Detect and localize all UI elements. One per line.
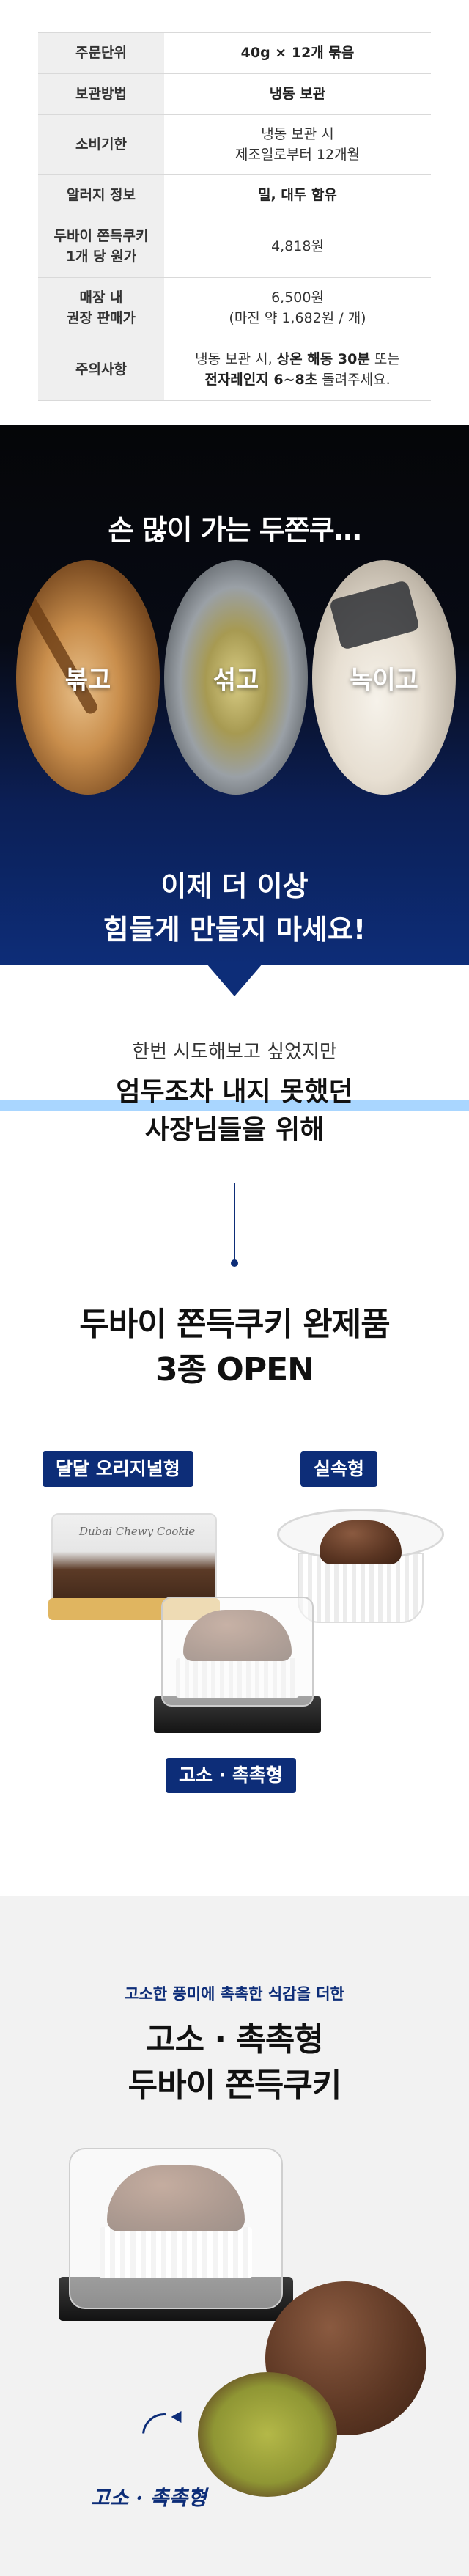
spec-label-line: 권장 판매가 xyxy=(66,309,136,326)
moist-package-large-image xyxy=(59,2148,293,2338)
package-script-text: Dubai Chewy Cookie xyxy=(79,1525,196,1538)
spec-value-line: 냉동 보관 시 xyxy=(261,125,334,142)
spec-row-caution: 주의사항 냉동 보관 시, 상온 해동 30분 또는 전자레인지 6~8초 돌려… xyxy=(38,339,431,401)
moist-title: 고소 · 촉촉형 두바이 쫀득쿠키 xyxy=(0,2017,469,2108)
caution-emphasis: 상온 해동 30분 xyxy=(276,350,370,367)
spec-value-line: 냉동 보관 시, 상온 해동 30분 또는 xyxy=(195,350,400,367)
open-headline: 두바이 쫀득쿠키 완제품 3종 OPEN xyxy=(0,1302,469,1394)
spec-value-line: 6,500원 xyxy=(271,289,324,306)
mix-photo: 섞고 xyxy=(164,560,308,795)
pot-shape xyxy=(328,579,421,651)
roast-photo: 볶고 xyxy=(16,560,160,795)
spec-value: 4,818원 xyxy=(164,216,431,278)
effort-closing: 이제 더 이상 힘들게 만들지 마세요! xyxy=(0,865,469,952)
moist-package-image xyxy=(154,1597,321,1743)
divider-line xyxy=(234,1183,235,1262)
step-label-melt: 녹이고 xyxy=(350,666,418,695)
spec-value-line: 제조일로부터 12개월 xyxy=(234,146,361,163)
moist-title-line: 두바이 쫀득쿠키 xyxy=(128,2066,342,2104)
intro-lead: 한번 시도해보고 싶었지만 xyxy=(132,1041,337,1063)
effort-section: 손 많이 가는 두쫀쿠… 볶고 섞고 녹이고 이제 더 이상 힘들게 만들지 마… xyxy=(0,425,469,965)
caution-emphasis: 전자레인지 6~8초 xyxy=(204,371,318,388)
spec-row-allergy: 알러지 정보 밀, 대두 함유 xyxy=(38,174,431,216)
spatula-shape xyxy=(22,595,100,716)
spec-label: 보관방법 xyxy=(38,73,164,115)
spec-row-retail-price: 매장 내 권장 판매가 6,500원 (마진 약 1,682원 / 개) xyxy=(38,277,431,339)
spec-label: 주문단위 xyxy=(38,32,164,74)
spec-row-shelf-life: 소비기한 냉동 보관 시 제조일로부터 12개월 xyxy=(38,114,431,175)
spec-row-order-unit: 주문단위 40g × 12개 묶음 xyxy=(38,32,431,74)
spec-section: 주문단위 40g × 12개 묶음 보관방법 냉동 보관 소비기한 냉동 보관 … xyxy=(0,0,469,425)
product-badge-value: 실속형 xyxy=(300,1451,378,1487)
spec-table: 주문단위 40g × 12개 묶음 보관방법 냉동 보관 소비기한 냉동 보관 … xyxy=(38,32,431,401)
intro-headline: 엄두조차 내지 못했던 사장님들을 위해 xyxy=(0,1073,469,1149)
spec-label-line: 두바이 쫀득쿠키 xyxy=(53,227,149,244)
open-headline-line: 두바이 쫀득쿠키 완제품 xyxy=(79,1306,390,1343)
spec-value: 40g × 12개 묶음 xyxy=(240,44,355,61)
divider-dot xyxy=(231,1259,238,1267)
moist-title-line: 고소 · 촉촉형 xyxy=(146,2021,324,2058)
product-badge-moist: 고소 · 촉촉형 xyxy=(166,1758,296,1793)
spec-label: 주의사항 xyxy=(38,339,164,401)
spec-label-line: 1개 당 원가 xyxy=(65,248,137,265)
spec-row-storage: 보관방법 냉동 보관 xyxy=(38,73,431,115)
spec-value-line: (마진 약 1,682원 / 개) xyxy=(229,309,366,326)
cookie-dome xyxy=(320,1520,402,1564)
spec-label: 소비기한 xyxy=(38,114,164,175)
spec-value: 냉동 보관 xyxy=(269,85,326,102)
moist-product-section: 고소한 풍미에 촉촉한 식감을 더한 고소 · 촉촉형 두바이 쫀득쿠키 고소 … xyxy=(0,1896,469,2576)
process-ovals: 볶고 섞고 녹이고 xyxy=(16,560,456,795)
moist-lead: 고소한 풍미에 촉촉한 식감을 더한 xyxy=(125,1985,344,2003)
effort-closing-line: 이제 더 이상 xyxy=(160,870,309,902)
spec-value-line: 전자레인지 6~8초 돌려주세요. xyxy=(204,371,391,388)
handwritten-label: 고소 · 촉촉형 xyxy=(91,2486,207,2510)
cookie-cross-section-image xyxy=(198,2372,337,2497)
intro-headline-line: 사장님들을 위해 xyxy=(144,1115,325,1146)
spec-label-line: 매장 내 xyxy=(79,289,123,306)
melt-photo: 녹이고 xyxy=(312,560,456,795)
clear-lid xyxy=(69,2148,283,2309)
effort-closing-line: 힘들게 만들지 마세요! xyxy=(103,913,366,946)
value-cup-image xyxy=(277,1509,444,1626)
product-badge-original: 달달 오리지널형 xyxy=(43,1451,193,1487)
section-notch xyxy=(207,964,262,996)
open-headline-line: 3종 OPEN xyxy=(155,1351,314,1389)
intro-section: 한번 시도해보고 싶었지만 엄두조차 내지 못했던 사장님들을 위해 두바이 쫀… xyxy=(0,964,469,1896)
spec-label: 알러지 정보 xyxy=(38,174,164,216)
step-label-roast: 볶고 xyxy=(64,666,111,695)
original-package-image: Dubai Chewy Cookie xyxy=(48,1513,220,1620)
step-label-mix: 섞고 xyxy=(213,666,259,695)
spec-value: 밀, 대두 함유 xyxy=(258,186,337,203)
spec-row-unit-cost: 두바이 쫀득쿠키 1개 당 원가 4,818원 xyxy=(38,216,431,278)
cup-liner xyxy=(298,1553,424,1623)
clear-lid xyxy=(161,1597,314,1707)
intro-headline-highlight: 엄두조차 내지 못했던 xyxy=(0,1073,469,1112)
effort-heading: 손 많이 가는 두쫀쿠… xyxy=(108,514,361,546)
